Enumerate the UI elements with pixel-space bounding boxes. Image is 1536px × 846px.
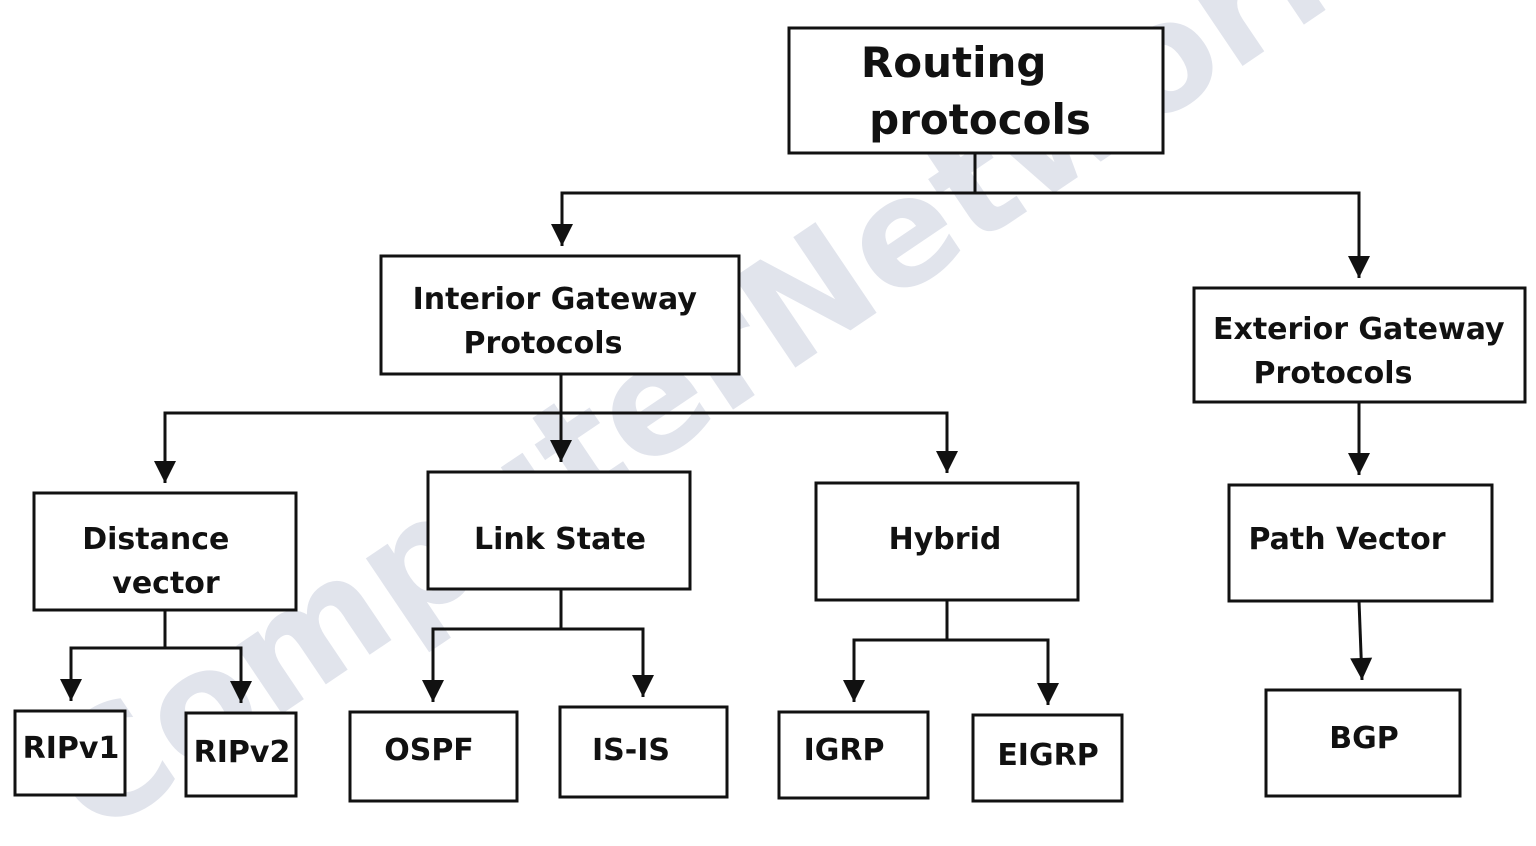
connectors [60, 153, 1373, 705]
node-exterior-gateway-protocols: Exterior Gateway Protocols [1192, 286, 1527, 404]
node-eigrp: EIGRP [971, 713, 1124, 803]
node-ripv1-label: RIPv1 [23, 731, 120, 766]
edge-root-igp-arrowhead [551, 224, 573, 246]
edge-igp-ls-arrowhead [550, 440, 572, 462]
node-root-label: Routing protocols [861, 38, 1091, 144]
node-distance-vector: Distance vector [32, 491, 298, 612]
node-path-vector: Path Vector [1227, 483, 1494, 603]
node-igrp: IGRP [777, 710, 930, 800]
node-ripv1: RIPv1 [13, 709, 127, 797]
edge-root-igp [560, 153, 977, 246]
node-is-is-label: IS-IS [592, 733, 670, 768]
edge-hy-igrp-arrowhead [843, 680, 865, 702]
node-distance-vector-label: Distance vector [82, 522, 240, 601]
node-interior-gateway-protocols: Interior Gateway Protocols [379, 254, 741, 376]
edge-ls-isis [561, 627, 645, 697]
node-link-state-label: Link State [474, 522, 646, 557]
edge-pv-bgp-arrowhead [1350, 657, 1373, 680]
node-root: Routing protocols [787, 26, 1165, 155]
edge-root-egp-arrowhead [1348, 256, 1370, 278]
node-bgp: BGP [1264, 688, 1462, 798]
edge-ls-ospf [431, 589, 563, 702]
edge-ls-ospf-arrowhead [422, 680, 444, 702]
edge-egp-pv-arrowhead [1348, 453, 1370, 475]
edge-ls-isis-arrowhead [632, 675, 654, 697]
node-hybrid: Hybrid [814, 481, 1080, 602]
node-ripv2: RIPv2 [184, 711, 298, 798]
node-exterior-gateway-protocols-label: Exterior Gateway Protocols [1213, 312, 1515, 391]
edge-dv-ripv1-arrowhead [60, 679, 82, 701]
edge-igp-dv-arrowhead [154, 461, 176, 483]
edge-hy-eigrp [947, 638, 1050, 705]
node-bgp-label: BGP [1329, 721, 1398, 756]
node-ripv2-label: RIPv2 [194, 735, 291, 770]
edge-dv-ripv1 [69, 610, 167, 701]
node-ospf: OSPF [348, 710, 519, 803]
node-igrp-label: IGRP [804, 733, 885, 768]
node-interior-gateway-protocols-label: Interior Gateway Protocols [413, 282, 708, 361]
node-ospf-label: OSPF [384, 733, 474, 768]
node-path-vector-label: Path Vector [1248, 522, 1445, 557]
node-eigrp-label: EIGRP [997, 738, 1098, 773]
edge-igp-hy-arrowhead [936, 451, 958, 473]
edge-dv-ripv2-arrowhead [230, 681, 252, 703]
node-hybrid-label: Hybrid [889, 522, 1002, 557]
edge-hy-eigrp-arrowhead [1037, 683, 1059, 705]
edge-hy-igrp [852, 600, 949, 702]
node-is-is: IS-IS [558, 705, 729, 799]
edge-root-egp [975, 191, 1361, 278]
node-link-state: Link State [426, 470, 692, 591]
